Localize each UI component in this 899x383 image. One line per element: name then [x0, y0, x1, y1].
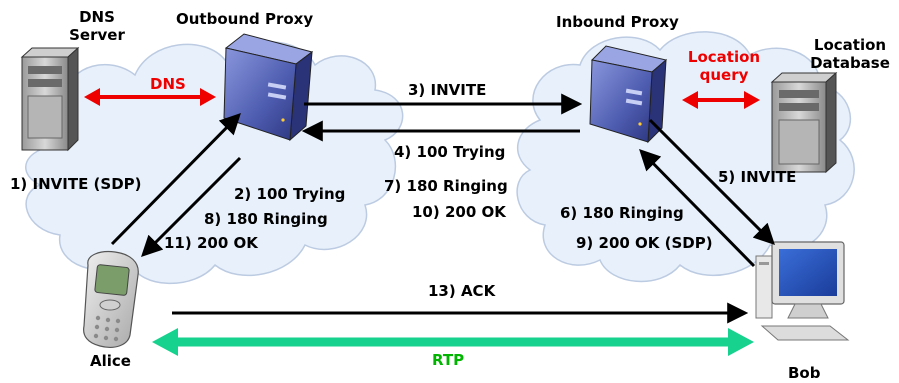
message-label-13: 13) ACK [428, 282, 496, 300]
arrow-m6-ringing [639, 149, 756, 268]
message-label-1: 1) INVITE (SDP) [10, 175, 142, 193]
outbound-proxy-label: Outbound Proxy [176, 10, 314, 28]
bob-computer-icon [755, 241, 850, 341]
location-database-label: Location Database [810, 36, 890, 72]
message-label-9: 9) 200 OK (SDP) [576, 234, 713, 252]
arrow-m5-invite [648, 118, 775, 245]
message-label-3: 3) INVITE [408, 81, 487, 99]
location-query-label: Location query [687, 48, 761, 84]
message-label-6: 6) 180 Ringing [560, 204, 684, 222]
alice-phone-icon [83, 250, 139, 348]
alice-label: Alice [90, 352, 131, 370]
bob-label: Bob [788, 364, 821, 382]
dns-server-label: DNS Server [69, 8, 125, 44]
message-label-8: 8) 180 Ringing [204, 210, 328, 228]
arrow-m1-invite [110, 113, 241, 246]
inbound-proxy-label: Inbound Proxy [556, 13, 679, 31]
rtp-label: RTP [432, 351, 465, 369]
message-label-7: 7) 180 Ringing [384, 177, 508, 195]
message-label-4: 4) 100 Trying [394, 143, 506, 161]
message-label-2: 2) 100 Trying [234, 185, 346, 203]
inbound-proxy-icon [589, 45, 668, 144]
dns-link [84, 88, 216, 106]
message-label-5: 5) INVITE [718, 168, 797, 186]
message-label-10: 10) 200 OK [412, 203, 506, 221]
location-query-link [682, 91, 760, 109]
message-label-11: 11) 200 OK [164, 234, 258, 252]
arrow-m11-200ok [141, 156, 242, 257]
dns-server-icon [20, 46, 80, 152]
location-database-icon [770, 71, 838, 174]
rtp-link [152, 328, 754, 356]
dns-link-label: DNS [150, 75, 186, 93]
